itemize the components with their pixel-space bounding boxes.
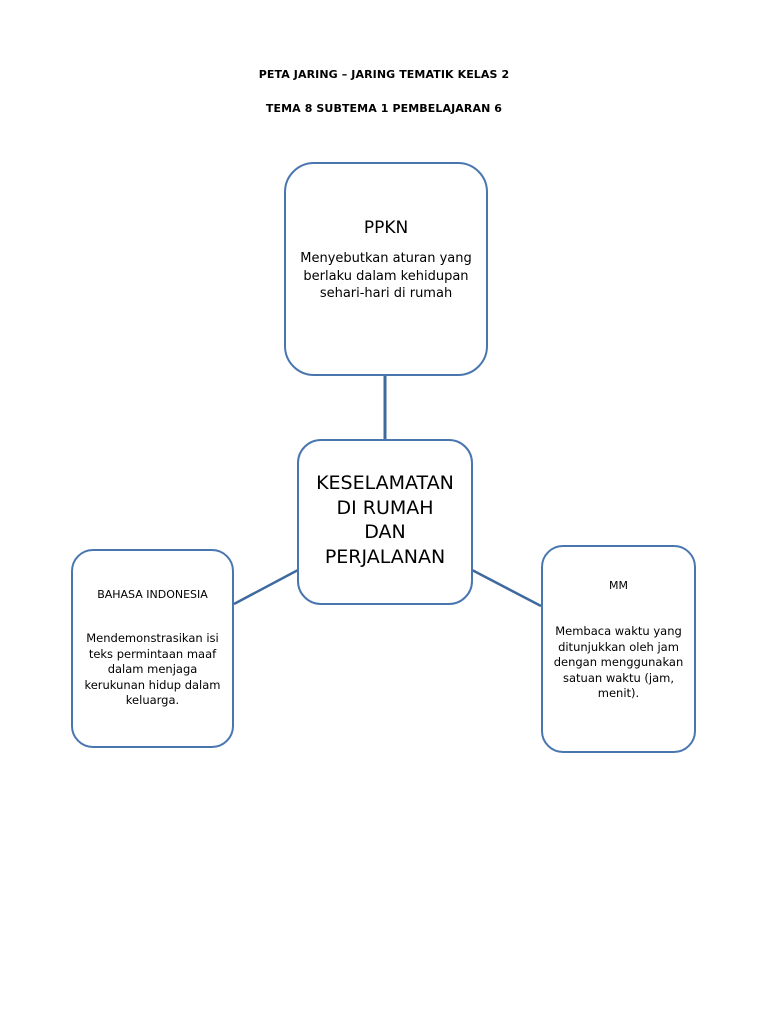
- node-mm-title: MM: [609, 579, 628, 592]
- node-mm: MM Membaca waktu yang ditunjukkan oleh j…: [541, 545, 696, 753]
- node-ppkn: PPKN Menyebutkan aturan yang berlaku dal…: [284, 162, 488, 376]
- node-bahasa-indonesia-title: BAHASA INDONESIA: [97, 588, 208, 601]
- connector-center-mm: [471, 568, 542, 608]
- diagram-title: PETA JARING – JARING TEMATIK KELAS 2: [258, 68, 510, 81]
- center-topic-title: KESELAMATAN DI RUMAH DAN PERJALANAN: [316, 472, 454, 568]
- node-bahasa-indonesia: BAHASA INDONESIA Mendemonstrasikan isi t…: [71, 549, 234, 748]
- connector-center-bahasa: [233, 568, 299, 606]
- diagram-subtitle: TEMA 8 SUBTEMA 1 PEMBELAJARAN 6: [265, 102, 503, 115]
- node-mm-description: Membaca waktu yang ditunjukkan oleh jam …: [553, 624, 684, 700]
- node-bahasa-indonesia-description: Mendemonstrasikan isi teks permintaan ma…: [84, 631, 221, 707]
- node-ppkn-title: PPKN: [363, 218, 409, 238]
- node-ppkn-description: Menyebutkan aturan yang berlaku dalam ke…: [300, 251, 472, 301]
- node-center-topic: KESELAMATAN DI RUMAH DAN PERJALANAN: [297, 439, 473, 605]
